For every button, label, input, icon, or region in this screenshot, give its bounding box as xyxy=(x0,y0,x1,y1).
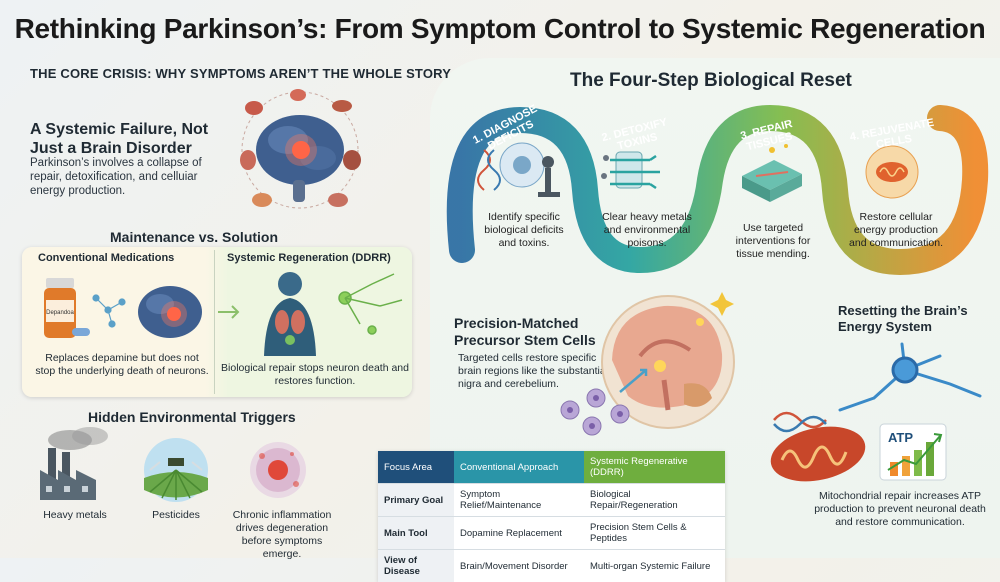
table-cell: Primary Goal xyxy=(378,484,454,517)
neuron-icon xyxy=(840,344,980,410)
table-cell: Dopamine Replacement xyxy=(454,517,584,550)
table-cell: Biological Repair/Regeneration xyxy=(584,484,725,517)
energy-system-text: Mitochondrial repair increases ATP produ… xyxy=(805,490,995,529)
table-cell: Brain/Movement Disorder xyxy=(454,550,584,582)
table-cell: Multi-organ Systemic Failure xyxy=(584,550,725,582)
table-cell: Main Tool xyxy=(378,517,454,550)
comparison-table: Focus Area Conventional Approach Systemi… xyxy=(378,451,725,582)
table-cell: Symptom Relief/Maintenance xyxy=(454,484,584,517)
comparison-header-row: Focus Area Conventional Approach Systemi… xyxy=(378,451,725,484)
header-focus-area: Focus Area xyxy=(378,451,454,484)
table-cell: View of Disease xyxy=(378,550,454,582)
table-row: Primary Goal Symptom Relief/Maintenance … xyxy=(378,484,725,517)
header-conventional: Conventional Approach xyxy=(454,451,584,484)
table-row: Main Tool Dopamine Replacement Precision… xyxy=(378,517,725,550)
atp-chart-icon: ATP xyxy=(880,424,946,480)
table-row: View of Disease Brain/Movement Disorder … xyxy=(378,550,725,582)
atp-label: ATP xyxy=(888,430,913,445)
header-ddrr: Systemic Regenerative (DDRR) xyxy=(584,451,725,484)
table-cell: Precision Stem Cells & Peptides xyxy=(584,517,725,550)
